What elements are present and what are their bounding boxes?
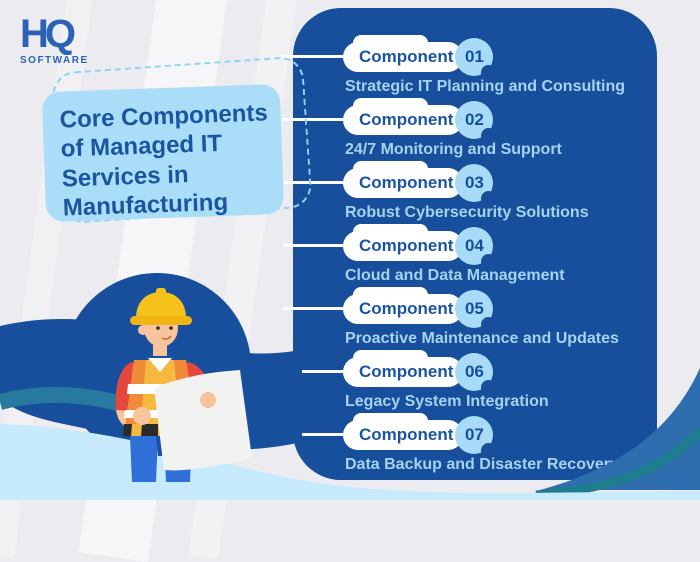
component-pill-label: Component [359,362,454,381]
connector-line [283,307,375,310]
component-number: 07 [464,425,484,444]
component-pill-label: Component [359,299,454,318]
component-number-badge: 02 [455,101,497,143]
connector-line [283,370,375,373]
component-name: Robust Cybersecurity Solutions [345,204,589,221]
component-pill: Component [343,35,464,72]
component-pill-label: Component [359,425,454,444]
component-pill: Component [343,350,464,387]
components-panel: Component 01 Strategic IT Planning and C… [283,8,657,481]
component-number: 01 [464,47,484,66]
component-number: 06 [464,362,484,381]
component-number-badge: 07 [455,416,497,458]
component-pill-row: Component 03 [283,161,657,206]
component-pill-label: Component [359,47,454,66]
component-pill-row: Component 05 [283,287,657,332]
component-name: Cloud and Data Management [345,267,565,284]
connector-line [283,55,375,58]
component-pill: Component [343,413,464,450]
component-item: Component 04 Cloud and Data Management [283,224,657,292]
component-item: Component 03 Robust Cybersecurity Soluti… [283,161,657,229]
component-pill-label: Component [359,236,454,255]
component-pill: Component [343,98,464,135]
component-number-badge: 03 [455,164,497,206]
connector-line [283,181,375,184]
logo-text: HQ [20,12,76,56]
component-name: Data Backup and Disaster Recovery [345,456,619,473]
component-number: 04 [464,236,484,255]
component-pill-row: Component 04 [283,224,657,269]
connector-line [283,118,375,121]
component-item: Component 01 Strategic IT Planning and C… [283,35,657,103]
component-pill: Component [343,161,464,198]
connector-line [283,244,375,247]
component-list: Component 01 Strategic IT Planning and C… [283,35,657,481]
component-pill-row: Component 07 [283,413,657,458]
component-number-badge: 01 [455,38,497,80]
component-number: 02 [464,110,484,129]
component-number: 03 [464,173,484,192]
component-number: 05 [464,299,484,318]
component-item: Component 06 Legacy System Integration [283,350,657,418]
component-pill-row: Component 02 [283,98,657,143]
hq-software-logo: HQ SOFTWARE [20,14,89,66]
component-item: Component 05 Proactive Maintenance and U… [283,287,657,355]
component-name: Strategic IT Planning and Consulting [345,78,626,95]
component-name: 24/7 Monitoring and Support [345,141,562,158]
component-item: Component 02 24/7 Monitoring and Support [283,98,657,166]
component-number-badge: 06 [455,353,497,395]
component-pill-label: Component [359,110,454,129]
component-number-badge: 04 [455,227,497,269]
component-pill: Component [343,287,464,324]
component-pill: Component [343,224,464,261]
component-item: Component 07 Data Backup and Disaster Re… [283,413,657,481]
component-pill-label: Component [359,173,454,192]
component-pill-row: Component 01 [283,35,657,80]
logo-subtext: SOFTWARE [20,55,89,66]
component-name: Legacy System Integration [345,393,549,410]
component-name: Proactive Maintenance and Updates [345,330,619,347]
component-pill-row: Component 06 [283,350,657,395]
component-number-badge: 05 [455,290,497,332]
